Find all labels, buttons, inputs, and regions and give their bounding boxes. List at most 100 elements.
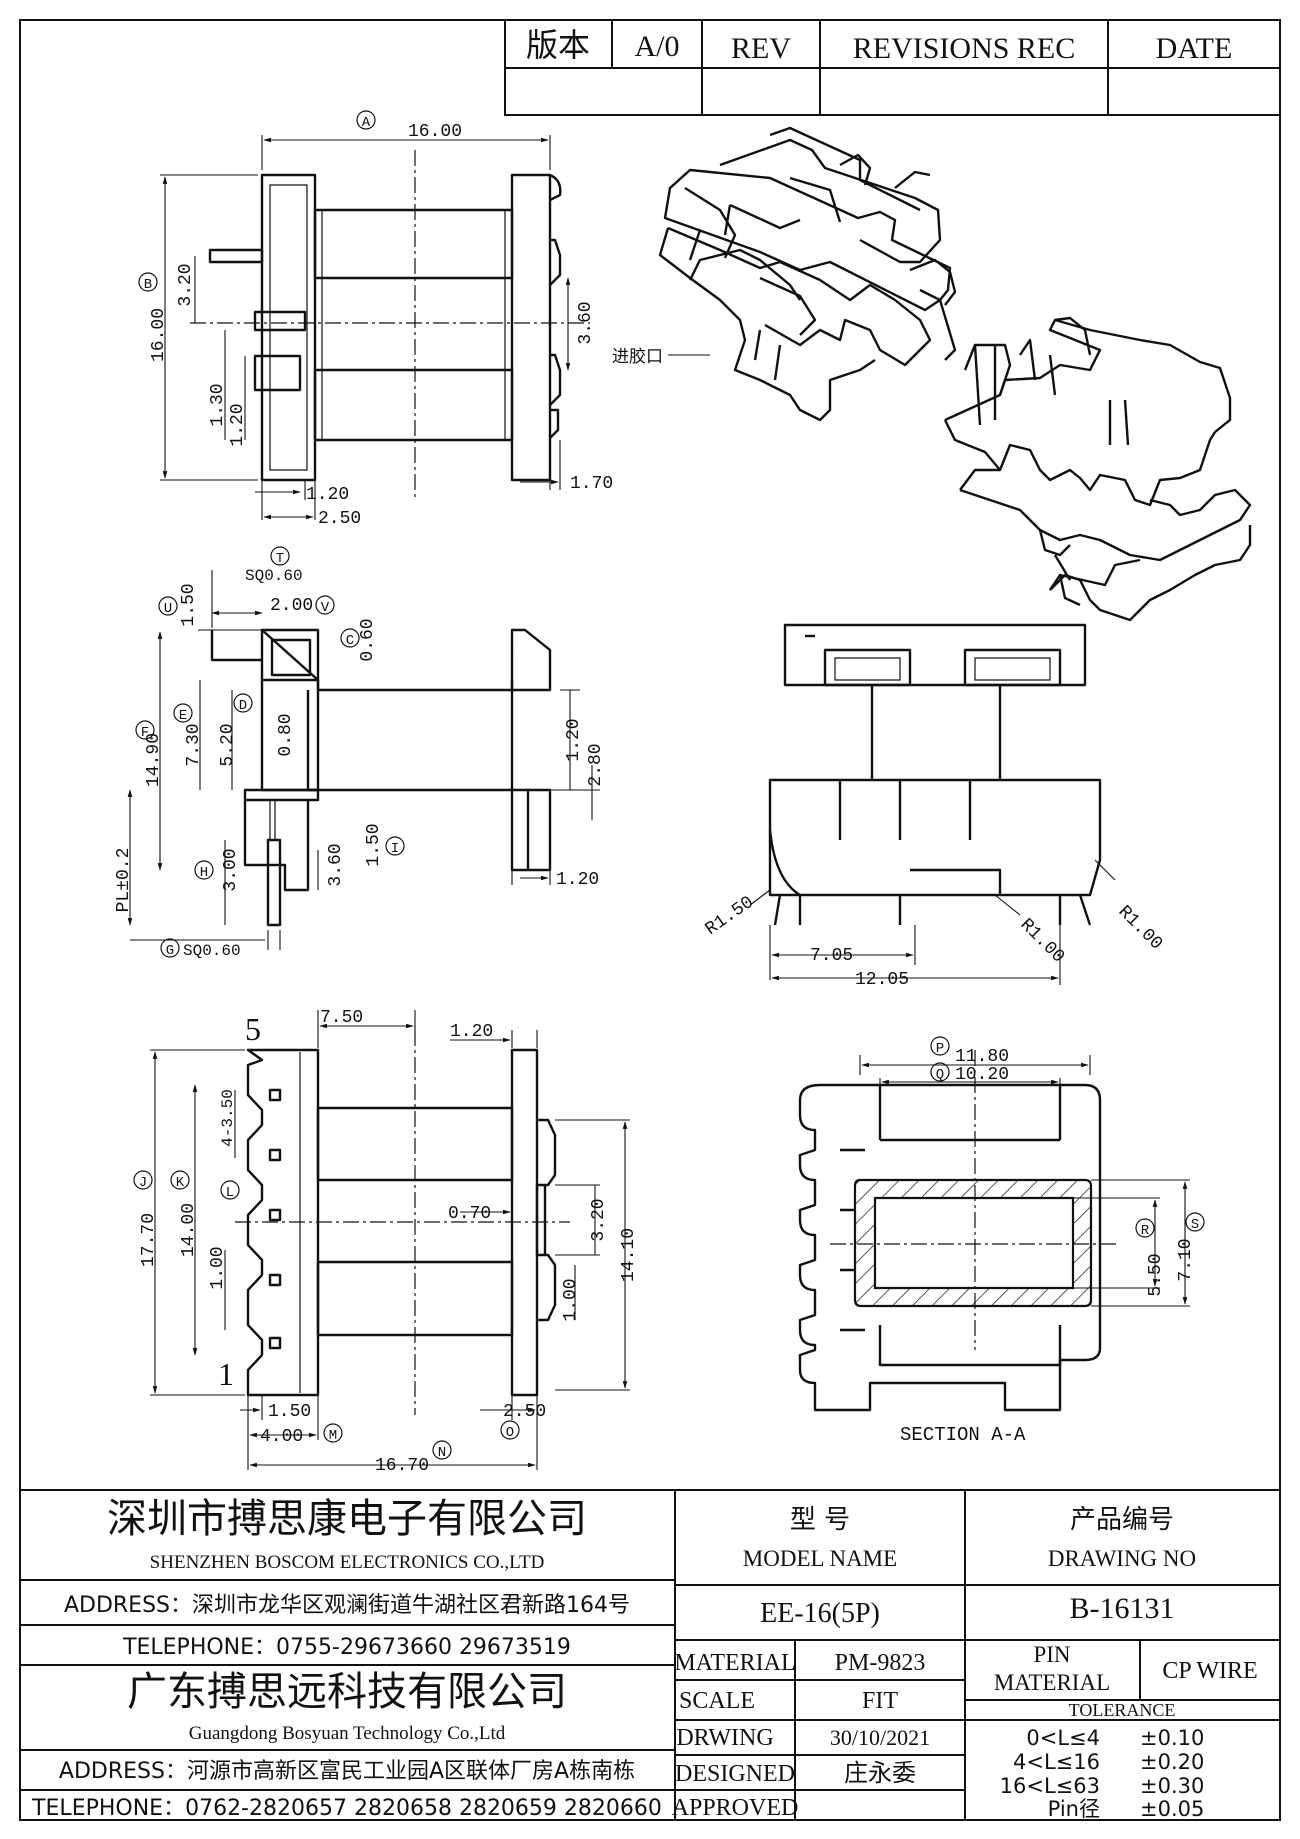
- callout-l: L: [226, 1185, 234, 1201]
- pin-material-label-2: MATERIAL: [994, 1670, 1110, 1695]
- tolerance-range-2: 4<L≤16: [1013, 1750, 1100, 1774]
- drawing-date: 30/10/2021: [830, 1725, 930, 1750]
- revision-table: 版本 A/0 REV REVISIONS REC DATE: [504, 19, 1281, 116]
- side-view: SQ0.60 T 1.50 U 2.00 V 0.60 C 0.80 D 5.2…: [114, 546, 606, 960]
- callout-c: C: [346, 633, 354, 649]
- section-view: 11.80 P 10.20 Q 5.50 R 7.10 S SECTION A-…: [798, 1036, 1205, 1446]
- model-name-label-en: MODEL NAME: [743, 1546, 897, 1571]
- dim-end-12-05: 12.05: [855, 970, 909, 990]
- dim-section-7-10: 7.10: [1176, 1238, 1196, 1281]
- callout-t: T: [276, 551, 284, 567]
- dim-top-3-20: 3.20: [176, 263, 196, 306]
- address-2: ADDRESS：河源市高新区富民工业园A区联体厂房A栋南栋: [59, 1759, 635, 1784]
- title-block: 深圳市搏思康电子有限公司 SHENZHEN BOSCOM ELECTRONICS…: [20, 1489, 1280, 1821]
- dim-pin-17-70: 17.70: [139, 1213, 159, 1267]
- dim-end-r1-00-top: R1.00: [1114, 902, 1166, 954]
- tolerance-value-3: ±0.30: [1140, 1774, 1204, 1798]
- tolerance-value-2: ±0.20: [1140, 1750, 1204, 1774]
- model-name-label-cn: 型 号: [790, 1505, 850, 1535]
- dim-section-5-50: 5.50: [1146, 1253, 1166, 1296]
- address-1: ADDRESS：深圳市龙华区观澜街道牛湖社区君新路164号: [64, 1593, 630, 1618]
- dim-side-0-60: 0.60: [358, 618, 378, 661]
- callout-k: K: [176, 1175, 185, 1191]
- dim-side-0-80: 0.80: [276, 713, 296, 756]
- tolerance-range-1: 0<L≤4: [1026, 1726, 1100, 1750]
- revisions-header: REVISIONS REC: [853, 32, 1076, 65]
- callout-j: J: [139, 1175, 147, 1191]
- dim-side-sq060-bottom: SQ0.60: [183, 942, 241, 960]
- pin-view: 5 1 7.50 1.20 4-3.50 17.70 J 14.00 K L 1…: [133, 1008, 639, 1476]
- end-view: R1.00 R1.50 R1.00 7.05 12.05: [702, 623, 1166, 990]
- dim-top-16-height: 16.00: [149, 308, 169, 362]
- dim-side-1-20-right: 1.20: [564, 718, 584, 761]
- callout-p: P: [936, 1041, 944, 1057]
- company-name-en: SHENZHEN BOSCOM ELECTRONICS CO.,LTD: [150, 1552, 545, 1573]
- dim-end-7-05: 7.05: [810, 946, 853, 966]
- dim-pin-14-10: 14.10: [619, 1228, 639, 1282]
- callout-r: R: [1141, 1223, 1150, 1239]
- drawing-no-label-en: DRAWING NO: [1048, 1546, 1196, 1571]
- tolerance-range-4: Pin径: [1048, 1797, 1100, 1821]
- dim-top-1-20-b: 1.20: [306, 485, 349, 505]
- scale-label: SCALE: [679, 1688, 755, 1714]
- tolerance-label: TOLERANCE: [1069, 1700, 1176, 1720]
- callout-v: V: [321, 600, 330, 616]
- dim-section-11-80: 11.80: [955, 1047, 1009, 1067]
- drawing-no-value: B-16131: [1070, 1592, 1175, 1625]
- dim-side-3-60: 3.60: [326, 843, 346, 886]
- approved-label: APPROVED: [672, 1795, 799, 1821]
- callout-b: B: [144, 277, 152, 293]
- dim-pin-14-00: 14.00: [179, 1203, 199, 1257]
- pin-number-5: 5: [245, 1011, 261, 1047]
- dim-pin-4-3-50: 4-3.50: [219, 1089, 237, 1147]
- dim-pin-7-50: 7.50: [320, 1008, 363, 1028]
- dim-pin-1-00-left: 1.00: [208, 1246, 228, 1289]
- callout-i: I: [391, 841, 399, 857]
- isometric-view-top: 进胶口: [612, 126, 957, 422]
- dim-pin-16-70: 16.70: [375, 1456, 429, 1476]
- dim-side-2-80: 2.80: [586, 743, 606, 786]
- dim-top-1-30: 1.30: [208, 383, 228, 426]
- dim-top-1-20: 1.20: [228, 403, 248, 446]
- material-label: MATERIAL: [674, 1650, 795, 1676]
- callout-o: O: [506, 1425, 514, 1441]
- callout-f: F: [141, 725, 149, 741]
- company2-name-en: Guangdong Bosyuan Technology Co.,Ltd: [189, 1723, 506, 1744]
- dim-side-7-30: 7.30: [184, 723, 204, 766]
- version-value: A/0: [635, 30, 680, 63]
- dim-side-sq060-top: SQ0.60: [245, 567, 303, 585]
- telephone-2: TELEPHONE：0762-2820657 2820658 2820659 2…: [31, 1796, 662, 1821]
- section-label: SECTION A-A: [900, 1424, 1026, 1446]
- callout-u: U: [164, 601, 172, 617]
- dim-section-10-20: 10.20: [955, 1065, 1009, 1085]
- scale-value: FIT: [862, 1688, 898, 1714]
- drawing-label: DRWING: [676, 1725, 773, 1751]
- callout-n: N: [438, 1445, 446, 1461]
- dim-top-16-width: 16.00: [408, 122, 462, 142]
- dim-top-3-60: 3.60: [576, 301, 596, 344]
- dim-pin-1-20: 1.20: [450, 1022, 493, 1042]
- version-label: 版本: [526, 26, 590, 64]
- dim-pin-2-50: 2.50: [503, 1402, 546, 1422]
- tolerance-range-3: 16<L≤63: [1000, 1774, 1100, 1798]
- dim-pin-1-50: 1.50: [268, 1402, 311, 1422]
- dim-pin-1-00-right: 1.00: [561, 1278, 581, 1321]
- dim-side-1-50-b: 1.50: [364, 823, 384, 866]
- pin-material-label-1: PIN: [1033, 1642, 1070, 1667]
- tolerance-value-4: ±0.05: [1140, 1797, 1204, 1821]
- dim-top-2-50: 2.50: [318, 509, 361, 529]
- designed-label: DESIGNED: [675, 1761, 795, 1787]
- dim-side-1-20-b: 1.20: [556, 870, 599, 890]
- material-value: PM-9823: [835, 1650, 926, 1676]
- date-header: DATE: [1156, 32, 1233, 65]
- callout-h: H: [200, 865, 208, 881]
- dim-pin-0-70: 0.70: [448, 1204, 491, 1224]
- dim-side-5-20: 5.20: [218, 723, 238, 766]
- callout-m: M: [329, 1428, 337, 1444]
- dim-side-2-00: 2.00: [270, 596, 313, 616]
- company-name-cn: 深圳市搏思康电子有限公司: [107, 1496, 587, 1542]
- telephone-1: TELEPHONE：0755-29673660 29673519: [122, 1635, 571, 1660]
- designed-value: 庄永委: [844, 1759, 916, 1787]
